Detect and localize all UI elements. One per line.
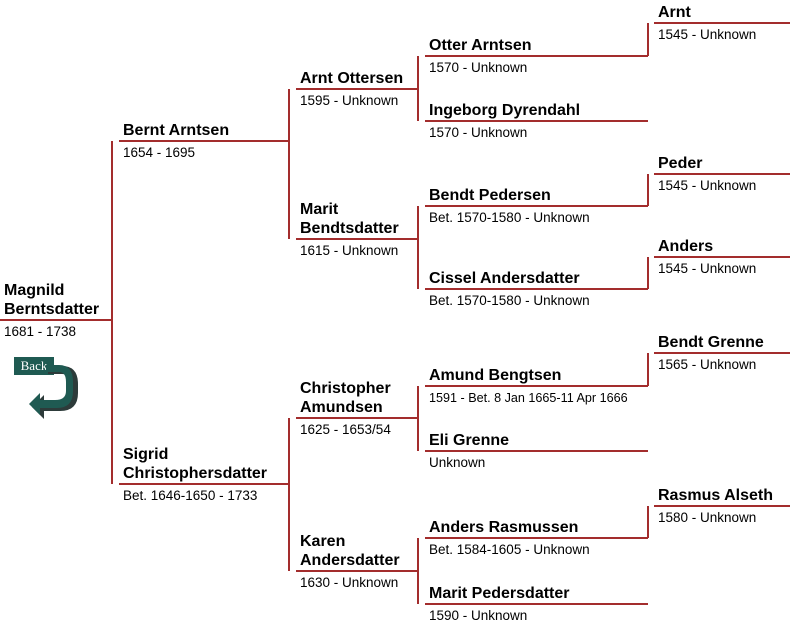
person-dates: Bet. 1646-1650 - 1733 [123,488,258,503]
person-name[interactable]: Rasmus Alseth [658,486,773,505]
person-name-line: Anders [658,238,714,255]
person-name-line: Karen [300,533,346,550]
person-name-line: Sigrid [123,446,169,463]
back-button-label: Back [14,357,54,375]
person-dates: 1625 - 1653/54 [300,422,391,437]
person-name-line: Eli Grenne [429,432,510,449]
person-dates: 1570 - Unknown [429,60,528,75]
person-name-line: Arnt Ottersen [300,70,404,87]
person-name[interactable]: Cissel Andersdatter [429,269,580,288]
person-name-line: Otter Arntsen [429,37,532,54]
person-name-line: Amundsen [300,399,383,416]
person-dates: 1590 - Unknown [429,608,528,623]
person-name[interactable]: Ingeborg Dyrendahl [429,101,580,120]
person-name[interactable]: Anders [658,237,713,256]
person-name-line: Berntsdatter [4,301,100,318]
person-name-line: Cissel Andersdatter [429,270,580,287]
person-name-line: Marit Pedersdatter [429,585,570,602]
person-name[interactable]: Otter Arntsen [429,36,532,55]
person-name[interactable]: Amund Bengtsen [429,366,561,385]
person-name-line: Bendt Pedersen [429,187,551,204]
person-dates: Unknown [429,455,486,470]
person-dates: Bet. 1570-1580 - Unknown [429,293,590,308]
person-dates: 1565 - Unknown [658,357,757,372]
person-name[interactable]: Bendt Grenne [658,333,764,352]
person-dates: 1630 - Unknown [300,575,399,590]
person-name[interactable]: Bernt Arntsen [123,121,229,140]
person-dates: Bet. 1570-1580 - Unknown [429,210,590,225]
person-dates: Bet. 1584-1605 - Unknown [429,542,590,557]
person-name-line: Arnt [658,4,691,21]
person-name[interactable]: Bendt Pedersen [429,186,551,205]
person-dates: 1545 - Unknown [658,27,757,42]
person-dates: 1570 - Unknown [429,125,528,140]
person-name-line: Anders Rasmussen [429,519,579,536]
person-dates: 1591 - Bet. 8 Jan 1665-11 Apr 1666 [429,391,628,405]
person-dates: 1681 - 1738 [4,324,77,339]
person-name-line: Christophersdatter [123,465,268,482]
person-name-line: Rasmus Alseth [658,487,773,504]
back-arrow-icon [29,365,78,419]
person-dates: 1615 - Unknown [300,243,399,258]
person-dates: 1654 - 1695 [123,145,196,160]
person-dates: 1545 - Unknown [658,178,757,193]
person-name-line: Bendt Grenne [658,334,764,351]
person-name-line: Ingeborg Dyrendahl [429,102,581,119]
person-name-line: Marit [300,201,339,218]
person-name-line: Amund Bengtsen [429,367,562,384]
person-name-line: Andersdatter [300,552,400,569]
person-name-line: Peder [658,155,703,172]
person-name-line: Magnild [4,282,65,299]
person-name[interactable]: Eli Grenne [429,431,509,450]
person-name[interactable]: Arnt Ottersen [300,69,403,88]
person-dates: 1595 - Unknown [300,93,399,108]
person-name[interactable]: Peder [658,154,702,173]
person-dates: 1580 - Unknown [658,510,757,525]
person-name-line: Bernt Arntsen [123,122,230,139]
person-name[interactable]: Arnt [658,3,691,22]
person-name[interactable]: Anders Rasmussen [429,518,578,537]
back-button[interactable]: Back [14,357,82,423]
person-name-line: Bendtsdatter [300,220,399,237]
person-dates: 1545 - Unknown [658,261,757,276]
person-name-line: Christopher [300,380,391,397]
person-name[interactable]: Marit Pedersdatter [429,584,570,603]
